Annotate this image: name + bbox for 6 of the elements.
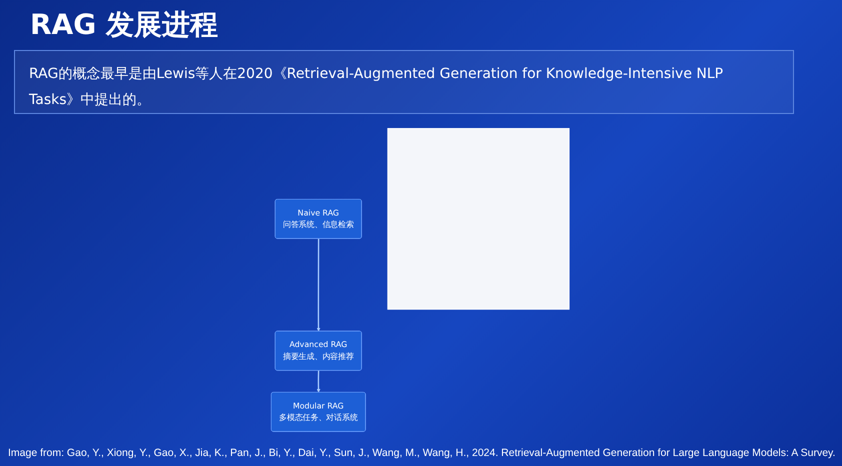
arrow xyxy=(316,238,320,332)
image-credit: Image from: Gao, Y., Xiong, Y., Gao, X., Jia, K., Pan, J., Bi, Y., Dai, Y., Sun, J., Wang, M., Wang, H., 2024. Retrieval-Augmented Generation for Large Language Models: A Survey. xyxy=(8,447,836,459)
slide-title: RAG 发展进程 xyxy=(30,7,218,43)
arrow xyxy=(316,370,320,393)
intro-text: RAG的概念最早是由Lewis等人在2020《Retrieval-Augmented Generation for Knowledge-Intensive NLP Tasks》中提出的。 xyxy=(14,50,794,114)
node-box xyxy=(387,128,570,310)
